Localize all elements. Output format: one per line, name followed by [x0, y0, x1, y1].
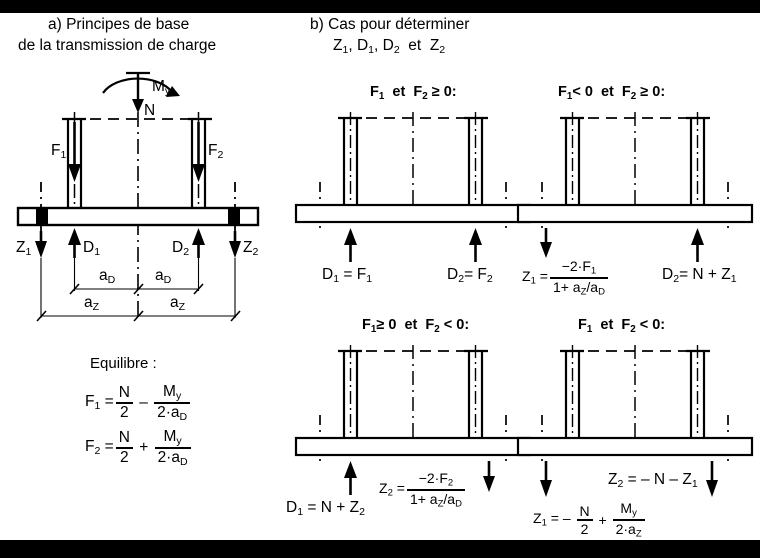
d1-arrowhead	[68, 228, 81, 245]
c1-d1-arrowhead	[344, 228, 357, 245]
c1-d2-arrowhead	[469, 228, 482, 245]
z2-arrowhead	[229, 241, 241, 258]
aZ-tick-mid	[133, 310, 144, 322]
f1-label: F1	[51, 142, 67, 161]
aZ-tick-left	[36, 310, 47, 322]
c2-base-plate	[516, 203, 754, 224]
case-1-left-result: D1 = F1	[322, 266, 373, 285]
c4-z1-arrowhead	[540, 480, 552, 497]
case-2-right-result: D2= N + Z1	[662, 266, 737, 285]
case-1-right-result: D2= F2	[447, 266, 493, 285]
case-4-left-lhs: Z1 = –	[533, 510, 575, 529]
normal-force-label: N	[144, 102, 156, 119]
d2-label: D2	[172, 239, 190, 258]
panel-b-title-line1: b) Cas pour déterminer	[310, 16, 470, 33]
case-2-left-lhs: Z1 =	[522, 268, 548, 287]
case-3-left-result: D1 = N + Z2	[286, 499, 365, 518]
right-anchor-block	[228, 209, 240, 224]
aD-tick-mid	[133, 283, 144, 295]
bottom-black-band	[0, 540, 760, 558]
aZ-tick-right	[230, 310, 241, 322]
moment-arrowhead	[166, 86, 180, 97]
case-2-heading: F1< 0 et F2 ≥ 0:	[558, 84, 666, 102]
c4-z2-arrowhead	[706, 480, 718, 497]
panel-a-title-line2: de la transmission de charge	[18, 37, 217, 54]
aD-left-label: aD	[99, 267, 116, 286]
case-4-top-result: Z2 = – N – Z1	[608, 471, 698, 490]
moment-label: My	[152, 78, 171, 97]
panel-a-title-line1: a) Principes de base	[48, 16, 190, 33]
aD-tick-right	[193, 283, 204, 295]
d2-arrowhead	[192, 228, 205, 245]
c3-z2-arrowhead	[483, 476, 495, 492]
c4-base-plate	[516, 436, 754, 457]
equation-f2-operator: +	[134, 438, 153, 456]
equation-f1-lhs: F1 =	[85, 393, 114, 413]
case-3-right-lhs: Z2 =	[379, 480, 405, 499]
normal-force-arrowhead	[132, 99, 144, 113]
panel-b-title-line2: Z1, D1, D2 et Z2	[333, 37, 446, 56]
equation-f2-lhs: F2 =	[85, 438, 114, 458]
c3-d1-arrowhead	[344, 461, 357, 478]
z1-label: Z1	[16, 239, 32, 258]
case-4-left-operator: +	[594, 511, 611, 528]
z1-arrowhead	[35, 241, 47, 258]
top-black-band	[0, 0, 760, 13]
equation-f1-operator: –	[134, 393, 153, 411]
aZ-left-label: aZ	[84, 294, 100, 313]
aD-right-label: aD	[155, 267, 172, 286]
z2-label: Z2	[243, 239, 259, 258]
aZ-right-label: aZ	[170, 294, 186, 313]
case-3-heading: F1≥ 0 et F2 < 0:	[362, 317, 470, 335]
base-plate	[16, 206, 260, 227]
aD-tick-left	[69, 283, 80, 295]
left-anchor-block	[36, 209, 48, 224]
c2-d2-arrowhead	[691, 228, 704, 245]
c2-z1-arrowhead	[540, 242, 552, 258]
equilibrium-heading: Equilibre :	[90, 355, 157, 372]
case-1-heading: F1 et F2 ≥ 0:	[370, 84, 457, 102]
f2-label: F2	[208, 142, 224, 161]
case-4-heading: F1 et F2 < 0:	[578, 317, 666, 335]
d1-label: D1	[83, 239, 101, 258]
